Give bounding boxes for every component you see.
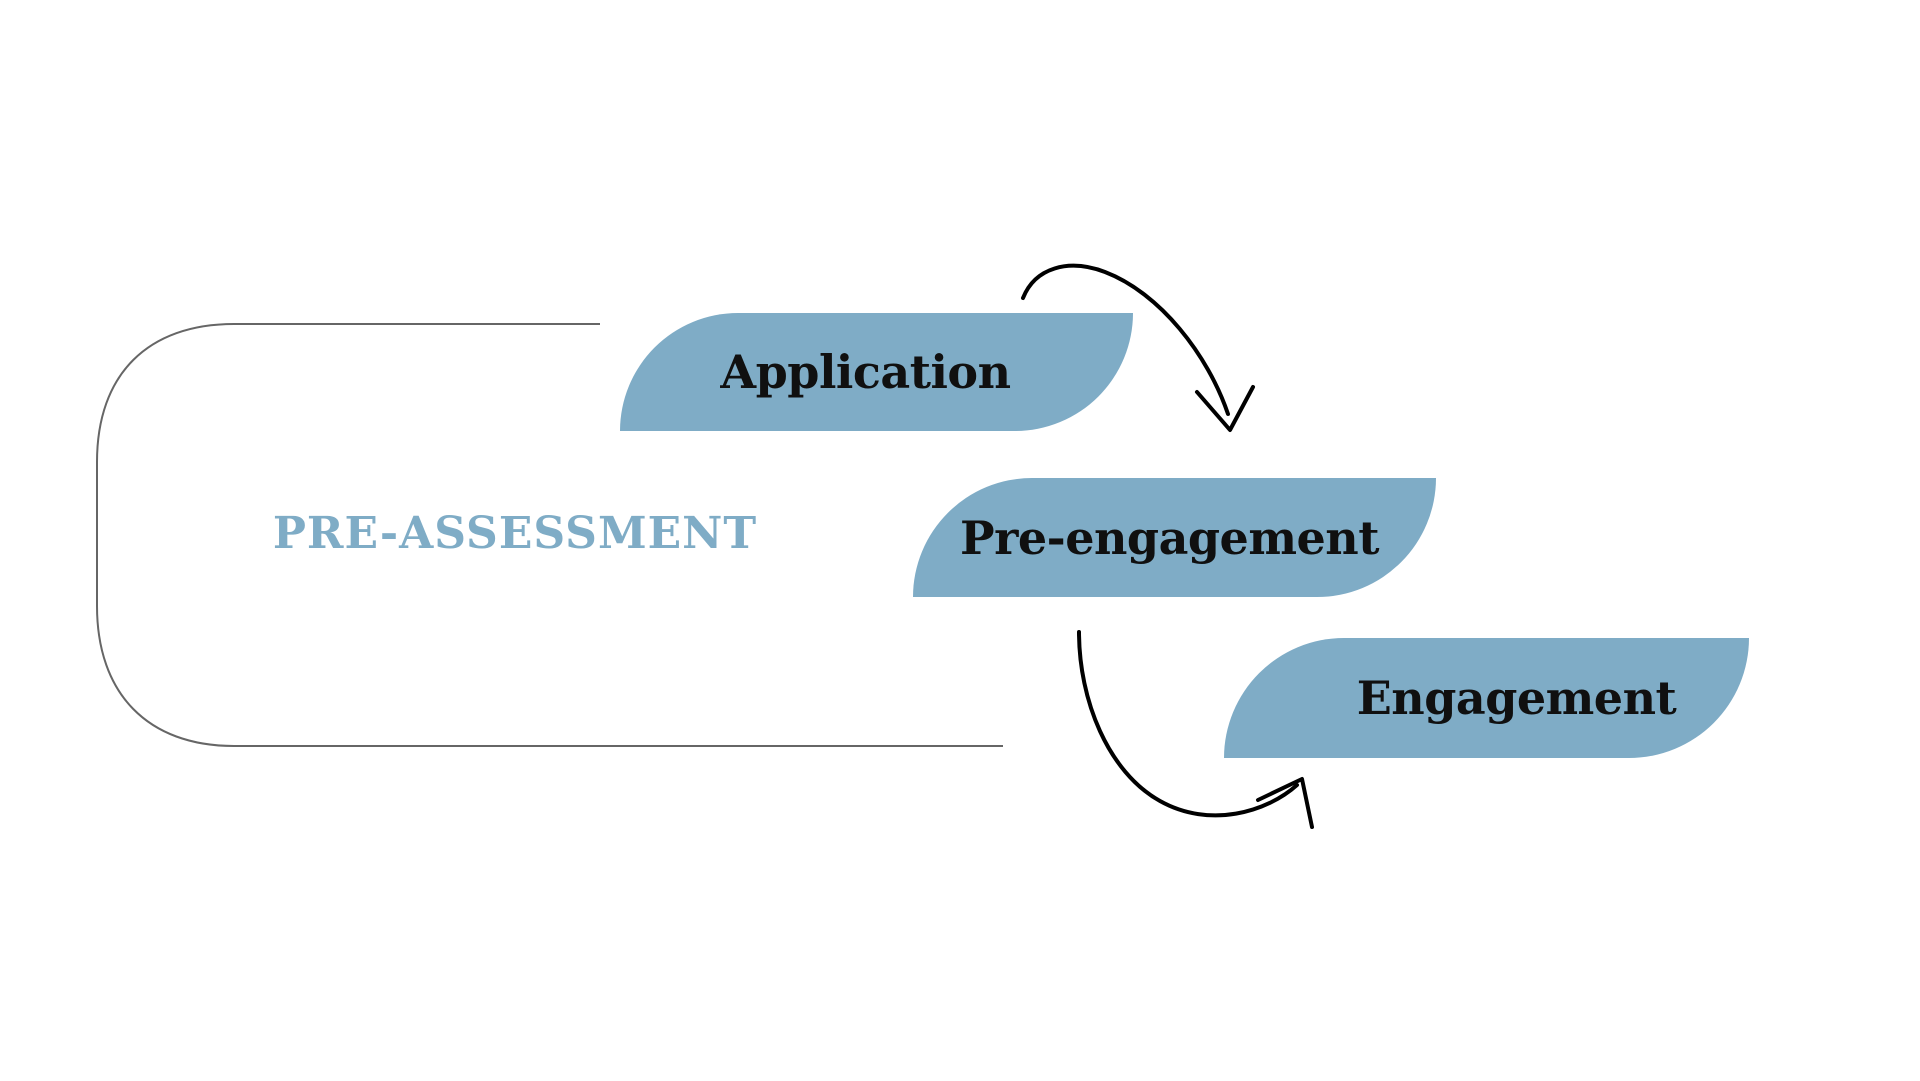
stage-bar-engagement[interactable]: Engagement <box>1224 638 1749 758</box>
stage-label-pre-engagement: Pre-engagement <box>960 510 1379 565</box>
pre-assessment-group-outline <box>96 323 1003 747</box>
stage-bar-pre-engagement[interactable]: Pre-engagement <box>913 478 1436 597</box>
pre-assessment-group-label: PRE-ASSESSMENT <box>272 508 758 559</box>
stage-label-application: Application <box>720 345 1011 399</box>
stage-bar-application[interactable]: Application <box>620 313 1133 431</box>
arrow-pre-engagement-to-engagement <box>1077 630 1314 829</box>
stage-label-engagement: Engagement <box>1356 671 1677 725</box>
arrow-application-to-pre-engagement <box>1021 263 1255 432</box>
